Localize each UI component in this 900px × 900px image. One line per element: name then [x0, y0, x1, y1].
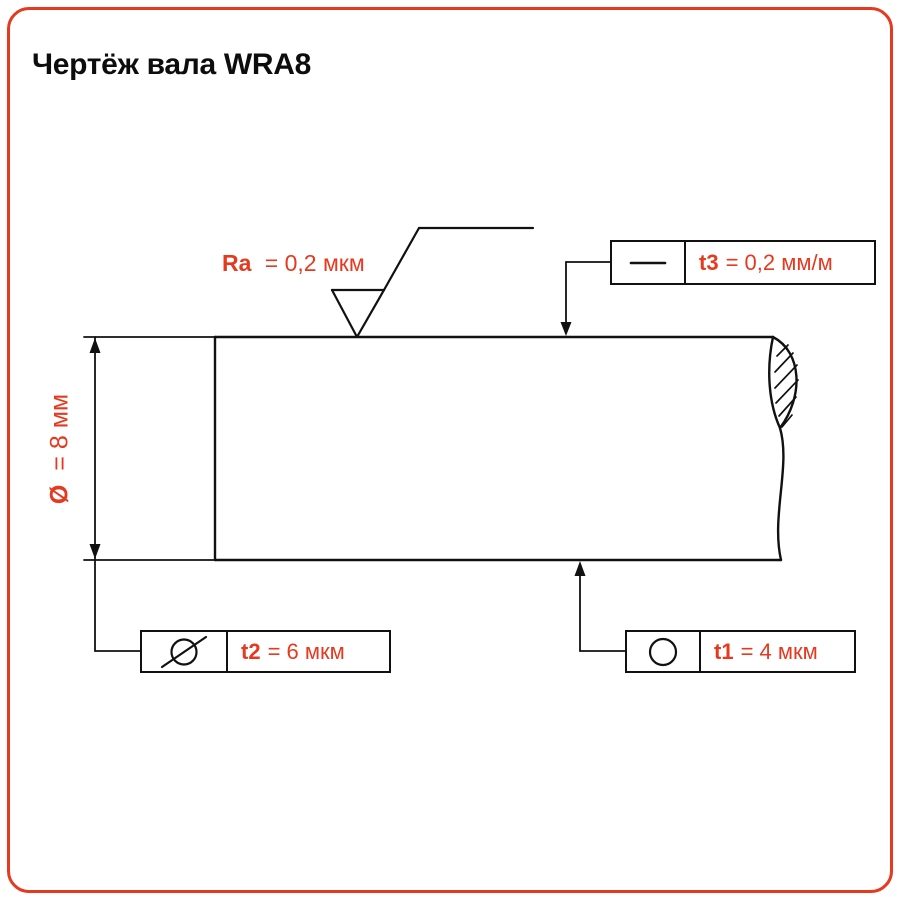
- t1-leader: [579, 573, 626, 652]
- tolerance-frame-t2-text: t2 = 6 мкм: [228, 632, 355, 671]
- shaft-body: [213, 335, 798, 562]
- circle-slash-icon: [142, 632, 228, 671]
- tolerance-frame-t1-text: t1 = 4 мкм: [701, 632, 828, 671]
- dimension-arrow-up: [89, 338, 101, 353]
- roughness-parameter: Ra: [222, 250, 252, 276]
- tolerance-t1-label: t1: [714, 638, 734, 664]
- shaft-break-bulge: [771, 335, 798, 430]
- tolerance-t2-value: = 6 мкм: [267, 638, 345, 664]
- diameter-value: = 8 мм: [45, 393, 74, 471]
- page-title: Чертёж вала WRA8: [32, 48, 312, 82]
- surface-roughness-symbol: [330, 226, 535, 339]
- diameter-label: Ø = 8 мм: [46, 394, 75, 504]
- tolerance-t3-label: t3: [699, 249, 719, 275]
- diameter-symbol: Ø: [45, 484, 74, 505]
- t3-leader-arrow: [560, 322, 572, 336]
- roughness-value: = 0,2 мкм: [264, 250, 365, 276]
- break-hatching: [774, 344, 799, 428]
- dimension-arrow-down: [89, 544, 101, 559]
- diameter-dimension: [83, 336, 216, 652]
- tolerance-t1-value: = 4 мкм: [740, 638, 818, 664]
- tolerance-frame-t3-text: t3 = 0,2 мм/м: [686, 242, 843, 283]
- roughness-label: Ra = 0,2 мкм: [222, 250, 365, 277]
- tolerance-frame-t1: t1 = 4 мкм: [625, 630, 856, 673]
- t1-leader-arrow: [574, 561, 586, 576]
- circle-icon: [627, 632, 701, 671]
- t3-leader: [565, 261, 611, 324]
- straightness-line-icon: [612, 242, 686, 283]
- tolerance-frame-t2: t2 = 6 мкм: [140, 630, 391, 673]
- tolerance-t2-label: t2: [241, 638, 261, 664]
- tolerance-frame-t3: t3 = 0,2 мм/м: [610, 240, 876, 285]
- tolerance-t3-value: = 0,2 мм/м: [725, 249, 833, 275]
